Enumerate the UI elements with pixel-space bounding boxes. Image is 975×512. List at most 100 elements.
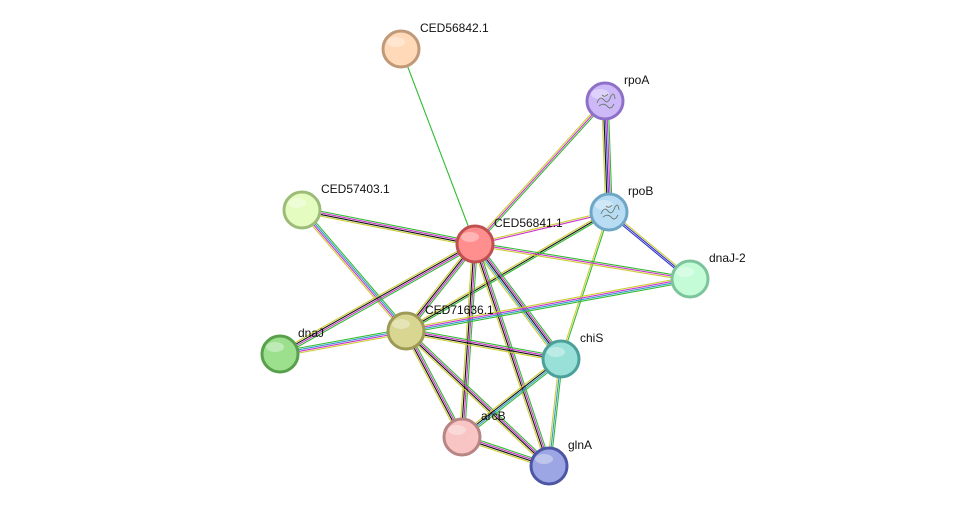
edge-ced71636-1-arcb — [403, 329, 465, 439]
edge-line — [461, 357, 561, 437]
node-highlight — [266, 342, 284, 352]
edge-ced57403-1-ced71636-1 — [299, 208, 409, 333]
edge-ced71636-1-glna — [403, 328, 552, 469]
edge-line — [463, 360, 563, 440]
node-highlight — [448, 425, 466, 435]
edge-line — [406, 279, 691, 333]
edge-line — [477, 241, 565, 358]
edge-line — [405, 211, 610, 332]
node-highlight — [676, 267, 694, 277]
edge-line — [459, 243, 474, 437]
node-highlight — [387, 37, 405, 47]
edge-line — [300, 210, 406, 332]
edge-line — [474, 243, 691, 280]
node-circle[interactable] — [386, 311, 426, 351]
node-circle[interactable] — [282, 190, 322, 230]
edge-line — [279, 329, 406, 354]
edge-line — [406, 330, 464, 437]
node-highlight — [595, 200, 613, 210]
edge-line — [475, 101, 607, 246]
edge-line — [472, 244, 548, 467]
node-circle[interactable] — [260, 334, 300, 374]
protein-structure-icon — [596, 93, 616, 109]
edge-ced57403-1-ced56841-1 — [301, 207, 476, 247]
edge-chis-arcb — [460, 356, 563, 440]
node-circle[interactable] — [381, 29, 421, 69]
node-circle[interactable] — [442, 417, 482, 457]
edge-line — [280, 245, 477, 357]
edge-line — [302, 209, 408, 331]
edge-line — [474, 100, 606, 245]
edge-rpob-chis — [559, 211, 611, 360]
edge-line — [405, 276, 690, 330]
node-ced56842-1[interactable]: CED56842.1 — [381, 21, 489, 69]
edge-ced56841-1-glna — [472, 243, 552, 467]
edge-line — [407, 328, 552, 465]
edge-line — [400, 48, 476, 245]
edge-line — [404, 210, 609, 331]
node-rpoa[interactable]: rpoA — [585, 73, 649, 121]
edge-line — [280, 331, 407, 356]
node-dnaj-2[interactable]: dnaJ-2 — [670, 251, 746, 299]
node-label: CED56842.1 — [420, 21, 489, 35]
edge-line — [280, 332, 407, 357]
node-dnaj[interactable]: dnaJ — [260, 326, 324, 374]
node-highlight — [288, 198, 306, 208]
node-label: glnA — [568, 438, 592, 452]
edge-line — [406, 330, 550, 466]
edge-line — [406, 328, 562, 358]
node-ced56841-1[interactable]: CED56841.1 — [455, 216, 563, 264]
node-label: CED71636.1 — [425, 303, 494, 317]
node-highlight — [392, 319, 410, 329]
edge-line — [407, 329, 465, 437]
edge-line — [475, 241, 691, 278]
node-label: dnaJ-2 — [709, 251, 746, 265]
edge-line — [561, 212, 611, 360]
node-label: rpoA — [624, 73, 649, 87]
edge-dnaj-ced71636-1 — [279, 328, 407, 357]
edge-line — [301, 211, 475, 247]
edge-line — [406, 212, 611, 333]
edge-rpob-ced71636-1 — [404, 210, 611, 333]
node-ced71636-1[interactable]: CED71636.1 — [386, 303, 494, 351]
edge-line — [559, 211, 609, 359]
edge-line — [302, 208, 476, 244]
edge-line — [299, 211, 405, 333]
edge-line — [460, 356, 560, 436]
edge-line — [405, 277, 690, 331]
edge-line — [473, 99, 605, 244]
node-label: chiS — [580, 331, 603, 345]
node-label: arcB — [481, 409, 506, 423]
edge-line — [405, 331, 549, 467]
edge-line — [279, 242, 475, 354]
edge-line — [474, 245, 690, 282]
edge-ced56842-1-ced56841-1 — [400, 48, 476, 245]
edge-line — [474, 210, 609, 244]
edge-line — [404, 331, 462, 438]
node-circle[interactable] — [670, 259, 710, 299]
edge-line — [475, 243, 551, 466]
node-highlight — [591, 89, 609, 99]
node-rpob[interactable]: rpoB — [589, 184, 653, 232]
edge-ced56841-1-dnaj-2 — [474, 241, 691, 282]
edge-line — [475, 242, 563, 359]
node-glna[interactable]: glnA — [529, 438, 592, 486]
node-chis[interactable]: chiS — [541, 331, 603, 379]
node-highlight — [461, 232, 479, 242]
edge-line — [403, 331, 461, 439]
edge-ced71636-1-chis — [405, 328, 562, 362]
edge-line — [405, 332, 561, 362]
edge-line — [471, 245, 559, 362]
edge-ced56841-1-chis — [471, 241, 565, 362]
edge-line — [406, 329, 562, 359]
edge-line — [403, 332, 548, 469]
node-circle[interactable] — [529, 446, 569, 486]
edge-line — [301, 210, 475, 246]
node-circle[interactable] — [541, 339, 581, 379]
node-arcb[interactable]: arcB — [442, 409, 506, 457]
node-highlight — [547, 347, 565, 357]
node-ced57403-1[interactable]: CED57403.1 — [282, 182, 390, 230]
edge-rpob-ced56841-1 — [474, 210, 610, 246]
node-circle[interactable] — [455, 224, 495, 264]
